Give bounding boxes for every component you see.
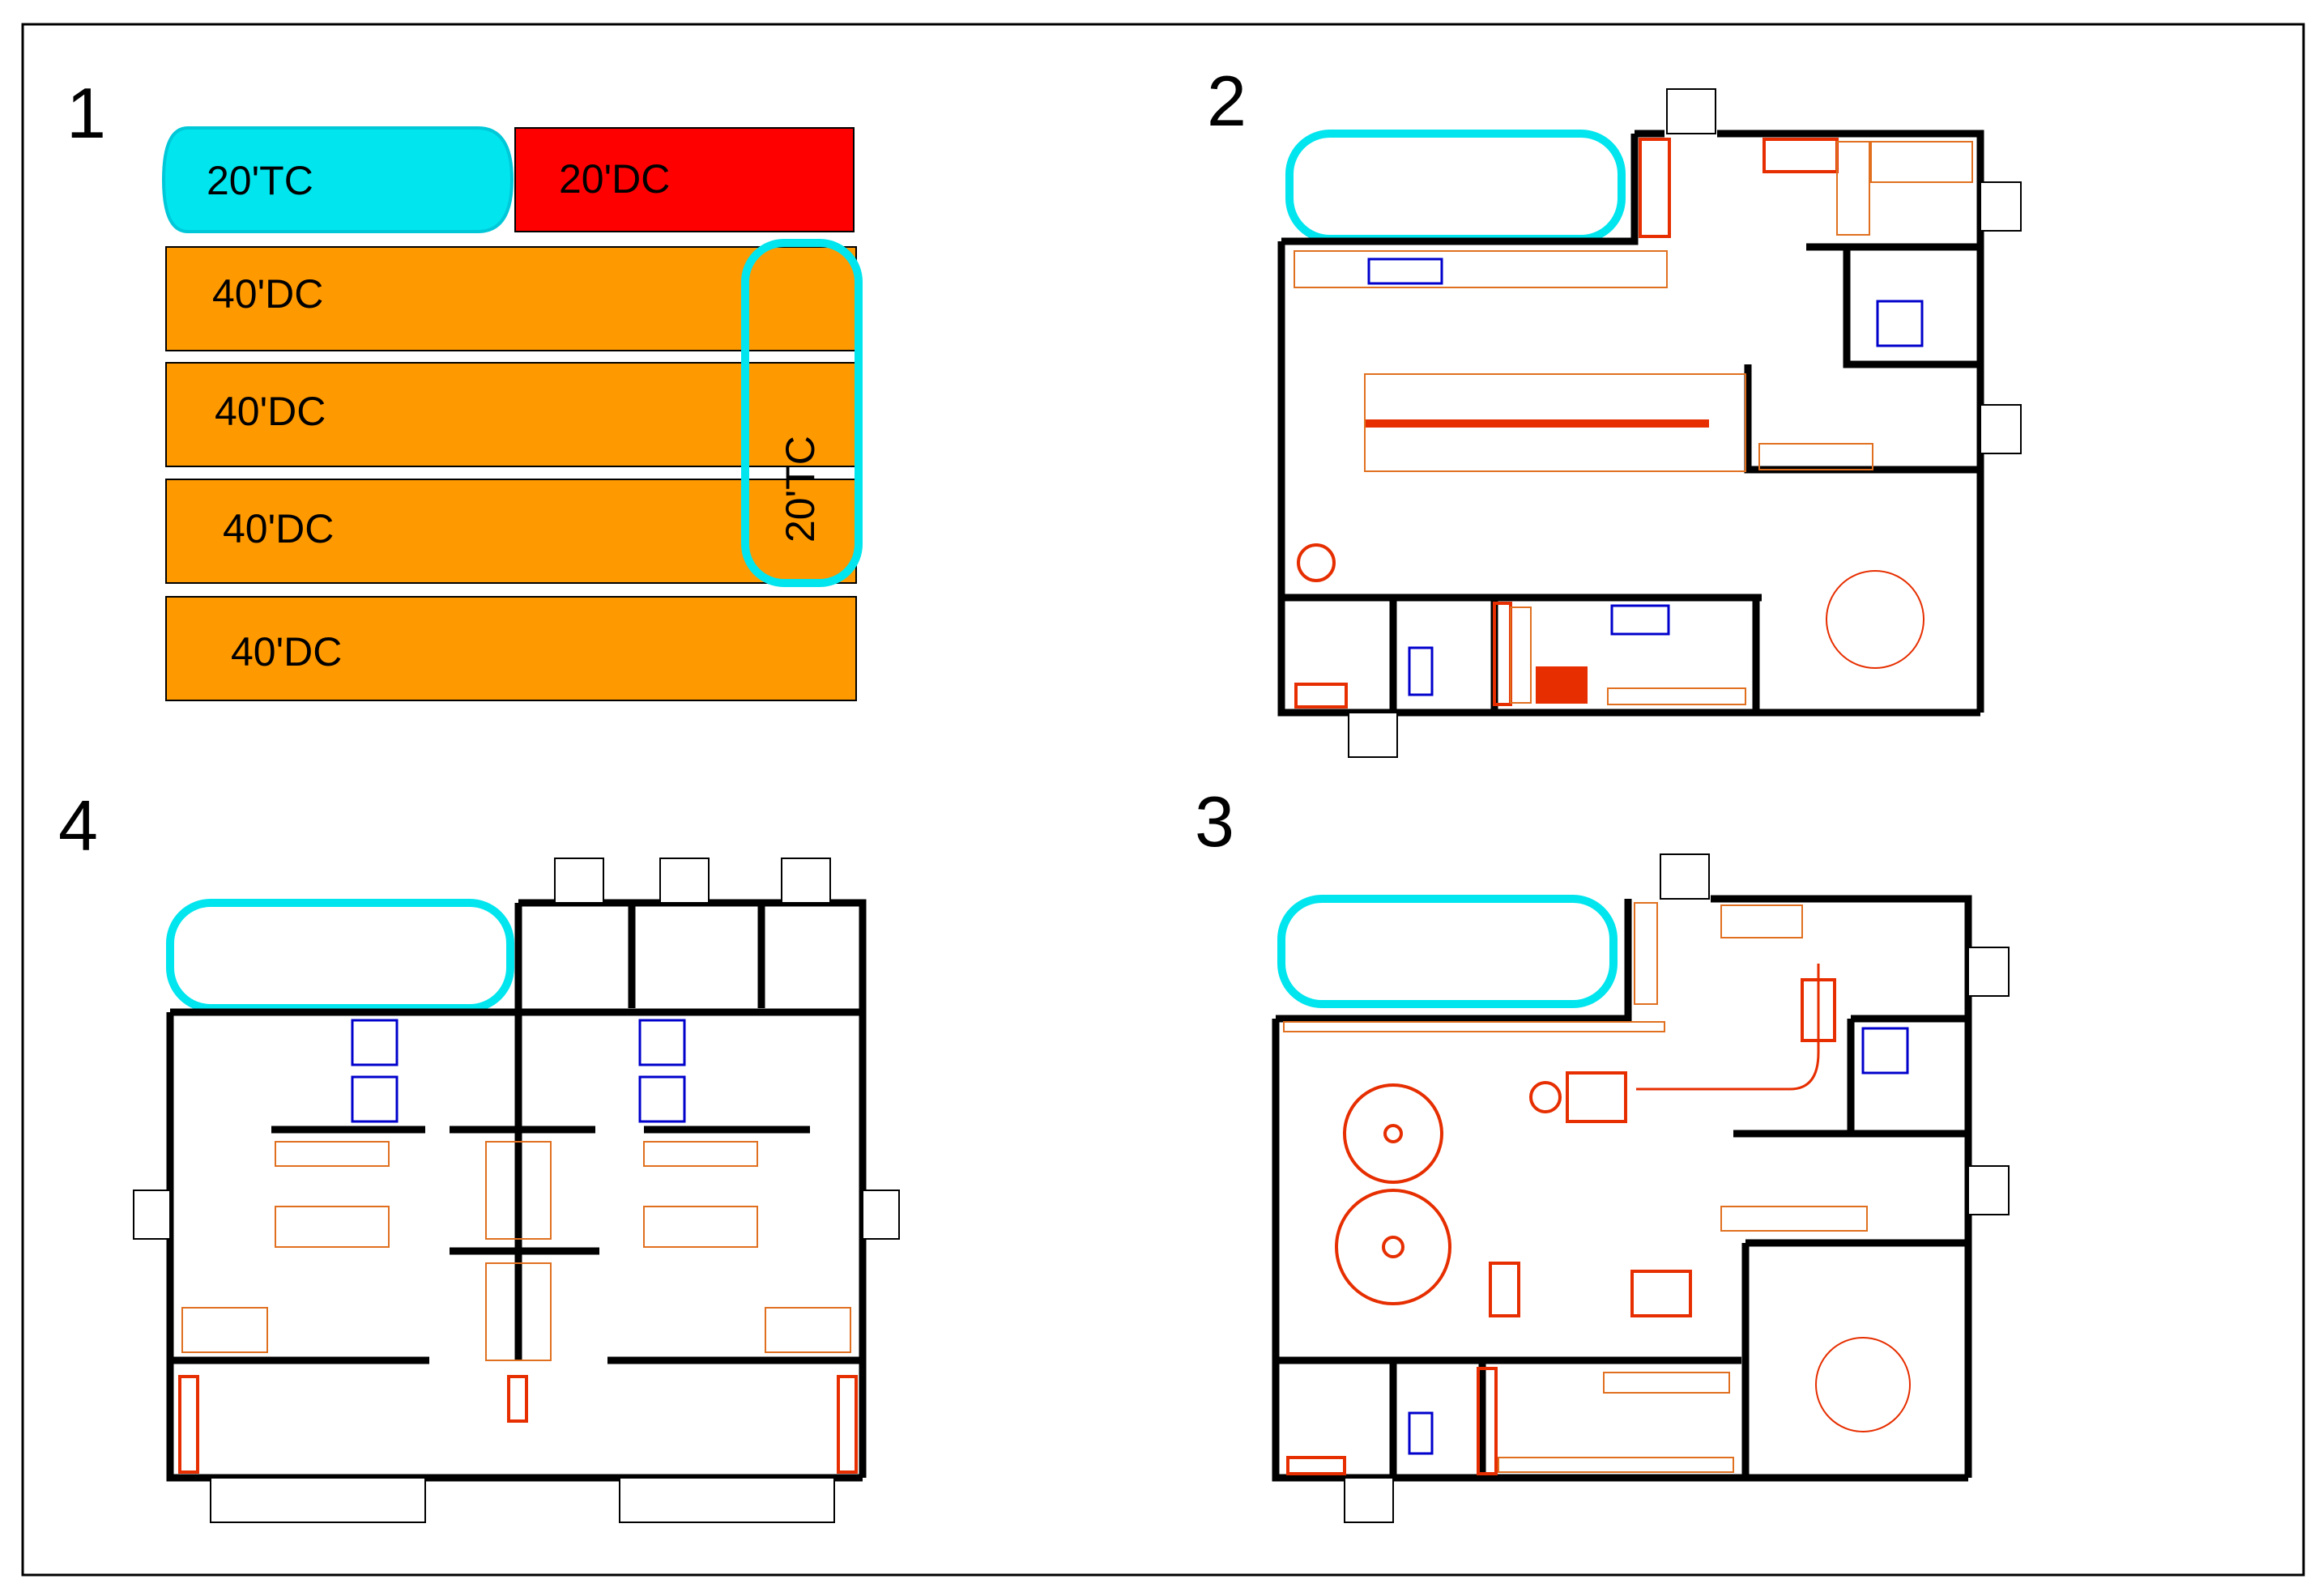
dry-container-40-2-label: 40'DC — [215, 389, 326, 434]
tank-container-outline — [1277, 895, 1618, 1008]
panel-2-number: 2 — [1207, 61, 1247, 141]
dining-table — [1826, 570, 1924, 669]
panel-3: 3 — [1195, 781, 2010, 1523]
openings — [1344, 853, 2010, 1523]
furniture — [1283, 902, 1868, 1473]
sanitary-fixtures — [1367, 257, 1924, 696]
panel-1: 1 20'TC 20'DC 40'DC 40'DC 40'DC 40'DC 20… — [66, 73, 863, 701]
tank-container-20-top-label: 20'TC — [207, 158, 313, 203]
furniture — [181, 1141, 851, 1361]
tank-container-outline — [1285, 130, 1626, 243]
sheet-border — [21, 23, 2305, 1577]
equipment — [1294, 138, 1839, 709]
dry-container-20 — [514, 127, 855, 232]
equipment — [178, 1375, 858, 1474]
equipment — [1286, 964, 1836, 1475]
tank-container-20-top — [161, 126, 514, 233]
tank-container-outline — [166, 899, 514, 1012]
dining-table — [1815, 1337, 1911, 1432]
openings — [1348, 88, 2022, 758]
openings — [133, 858, 900, 1523]
dry-container-40-1-label: 40'DC — [212, 271, 323, 317]
panel-1-number: 1 — [66, 73, 106, 153]
sanitary-fixtures — [351, 1019, 686, 1123]
panel-4-number: 4 — [58, 785, 98, 866]
dry-container-40-4-label: 40'DC — [231, 629, 342, 675]
panel-2: 2 — [1207, 61, 2022, 758]
walls — [166, 899, 867, 1482]
dry-container-40-3-label: 40'DC — [223, 506, 334, 551]
walls — [1272, 895, 1972, 1482]
furniture — [1294, 141, 1973, 705]
dry-container-20-label: 20'DC — [559, 156, 670, 202]
tank-container-20-vertical — [741, 239, 863, 587]
walls — [1277, 130, 1984, 717]
panel-3-number: 3 — [1195, 781, 1234, 862]
panel-4: 4 — [58, 785, 900, 1523]
sanitary-fixtures — [1408, 1027, 1909, 1455]
dry-container-40-4 — [165, 596, 857, 701]
tank-container-20-vertical-label: 20'TC — [778, 436, 823, 543]
